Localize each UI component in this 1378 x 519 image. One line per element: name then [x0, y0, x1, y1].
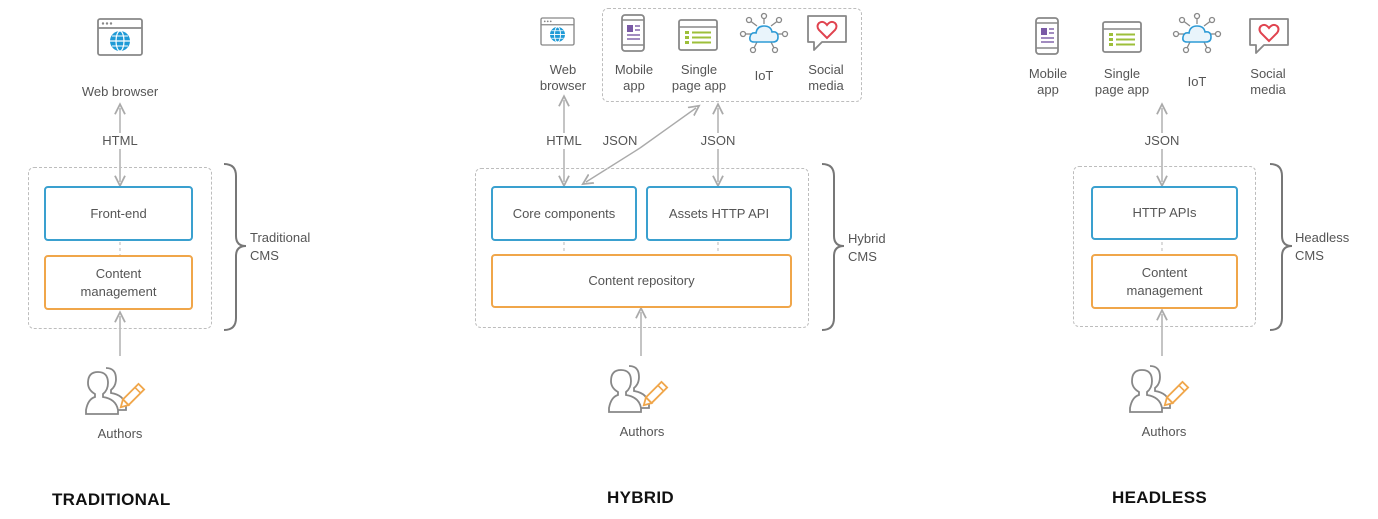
assets-http-api-label: Assets HTTP API [668, 205, 770, 221]
traditional-cms-boundary [28, 167, 212, 329]
content-management-box: Content management [44, 255, 193, 310]
hybrid-iot-label: IoT [754, 68, 774, 83]
mobile-icon [1035, 17, 1059, 55]
social-media-icon [1249, 18, 1289, 54]
http-apis-box: HTTP APIs [1091, 186, 1238, 240]
front-end-box: Front-end [44, 186, 193, 241]
hybrid-spa-label: Single page app [671, 62, 727, 93]
headless-mobile-app-label: Mobile app [1028, 66, 1068, 97]
headless-brace [1269, 163, 1293, 331]
content-repository-box: Content repository [491, 254, 792, 308]
web-browser-icon [97, 18, 143, 56]
hybrid-web-browser-label: Web browser [539, 62, 587, 93]
hybrid-json-diag-label: JSON [602, 133, 638, 148]
headless-social-media-label: Social media [1250, 66, 1286, 97]
content-management-label-line2: management [80, 283, 157, 299]
hybrid-channels-boundary [602, 8, 862, 102]
hybrid-brace [821, 163, 845, 331]
single-page-app-icon [1102, 21, 1142, 53]
headless-json-label: JSON [1140, 133, 1184, 149]
http-apis-label: HTTP APIs [1132, 205, 1197, 220]
web-browser-label: Web browser [81, 84, 159, 99]
hybrid-json-diag-arrow-up [639, 108, 696, 149]
headless-iot-label: IoT [1187, 74, 1207, 89]
headless-cms-boundary [1073, 166, 1256, 327]
authors-label: Authors [97, 426, 143, 441]
iot-icon [1172, 12, 1222, 54]
front-end-label: Front-end [90, 205, 147, 221]
hybrid-json-label: JSON [696, 133, 740, 149]
hybrid-authors-label: Authors [619, 424, 665, 439]
content-repository-label: Content repository [588, 273, 695, 288]
traditional-title: TRADITIONAL [52, 490, 171, 509]
hybrid-cms-label: Hybrid CMS [848, 231, 886, 264]
hybrid-social-media-label: Social media [808, 62, 844, 93]
core-components-label: Core components [512, 205, 616, 221]
authors-icon [85, 367, 146, 415]
html-label: HTML [95, 133, 145, 149]
hybrid-mobile-app-label: Mobile app [614, 62, 654, 93]
traditional-cms-label: Traditional CMS [250, 230, 311, 263]
trad-brace [223, 163, 247, 331]
assets-http-api-box: Assets HTTP API [646, 186, 792, 241]
core-components-box: Core components [491, 186, 637, 241]
hybrid-json-diag-arrow-down [586, 147, 641, 182]
content-management-label-line1: Content [95, 265, 142, 281]
web-browser-icon [540, 17, 575, 46]
hybrid-title: HYBRID [607, 488, 674, 507]
headless-title: HEADLESS [1112, 488, 1207, 507]
headless-content-management-label-line1: Content [1141, 264, 1188, 280]
headless-content-management-label-line2: management [1126, 282, 1203, 298]
headless-spa-label: Single page app [1094, 66, 1150, 97]
headless-content-management-box: Content management [1091, 254, 1238, 309]
hybrid-cms-boundary [475, 168, 809, 328]
headless-authors-label: Authors [1141, 424, 1187, 439]
authors-icon [608, 365, 669, 413]
headless-cms-label: Headless CMS [1295, 230, 1350, 263]
authors-icon [1129, 365, 1190, 413]
hybrid-html-label: HTML [540, 133, 588, 149]
